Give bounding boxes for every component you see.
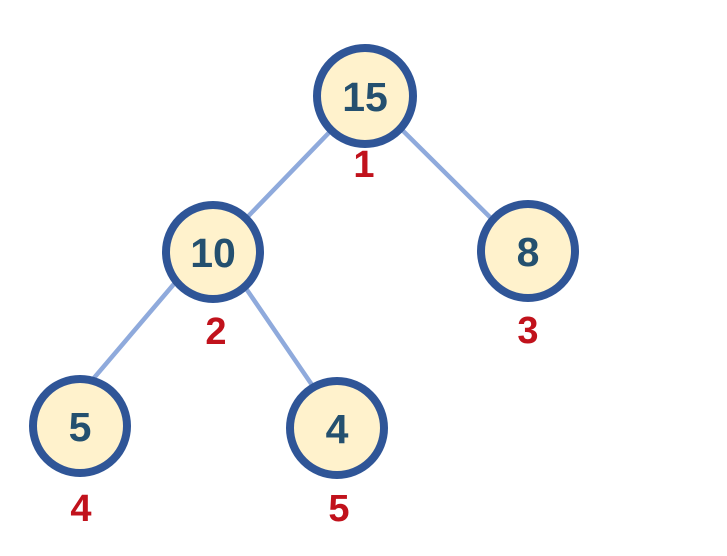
order-label-5: 5	[328, 488, 349, 530]
node-value-15: 15	[342, 74, 388, 120]
edge-15-10	[228, 110, 351, 237]
node-value-5: 5	[69, 404, 92, 450]
node-circle-15	[313, 44, 417, 148]
order-label-1: 1	[353, 144, 374, 186]
tree-node-4: 4	[286, 377, 388, 479]
order-label-3: 3	[517, 310, 538, 352]
tree-node-8: 8	[477, 200, 579, 302]
node-value-10: 10	[190, 230, 236, 276]
edge-10-5	[79, 261, 194, 395]
tree-node-10: 10	[162, 201, 264, 303]
order-label-2: 2	[205, 311, 226, 353]
node-circle-4	[286, 377, 388, 479]
node-value-4: 4	[326, 406, 349, 452]
tree-node-15: 15	[313, 44, 417, 148]
tree-node-5: 5	[29, 375, 131, 477]
node-circle-10	[162, 201, 264, 303]
node-value-8: 8	[517, 229, 540, 275]
node-circle-5	[29, 375, 131, 477]
order-label-4: 4	[70, 488, 91, 530]
node-circle-8	[477, 200, 579, 302]
edge-10-4	[229, 265, 326, 404]
